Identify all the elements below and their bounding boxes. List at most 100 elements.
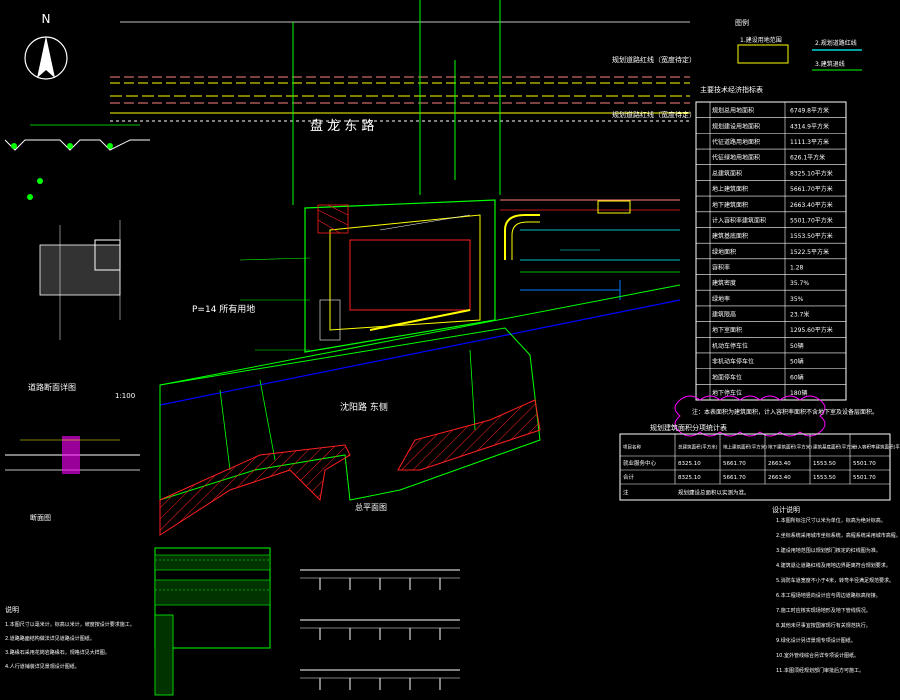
table-cell: 计入容积率建筑面积(平方米) xyxy=(853,443,900,450)
table-cell-value: 4314.9平方米 xyxy=(790,122,829,130)
note-line: 2.坐标系统采用城市坐标系统，高程系统采用城市高程。 xyxy=(776,532,900,539)
road-lines xyxy=(110,0,690,205)
table-cell: 就业服务中心 xyxy=(623,459,657,467)
note-line: 11.本图须经规划部门审批后方可施工。 xyxy=(776,667,864,674)
table-cell-value: 6749.8平方米 xyxy=(790,107,829,115)
section-title-2: 断面图 xyxy=(30,513,51,522)
table-cell-value: 2663.40平方米 xyxy=(790,201,833,209)
table-cell-label: 绿地面积 xyxy=(712,248,736,256)
table-cell-value: 50辆 xyxy=(790,358,804,366)
table-cell: 8325.10 xyxy=(678,475,701,481)
table-cell-label: 地面停车位 xyxy=(712,373,742,381)
table-cell-label: 规划建设用地面积 xyxy=(712,122,760,130)
table-cell: 2663.40 xyxy=(768,475,791,481)
hatched-area-right xyxy=(397,399,541,471)
econ-table-title: 主要技术经济指标表 xyxy=(700,85,763,94)
legend-item-3: 3.建筑退线 xyxy=(815,60,845,68)
revision-cloud xyxy=(674,395,826,437)
table-cell-label: 地下室面积 xyxy=(712,326,742,334)
table-cell-label: 绿地率 xyxy=(712,295,730,303)
table-cell: 2663.40 xyxy=(768,461,791,467)
table-cell: 规划建设总面积以实测为准。 xyxy=(678,488,750,496)
note-line: 4.建筑退让道路红线及用地边界距离符合规划要求。 xyxy=(776,562,891,569)
note-text: 注：本表面积为建筑面积，计入容积率面积不含地下室及设备层面积。 xyxy=(692,408,878,416)
table-cell-label: 计入容积率建筑面积 xyxy=(712,216,766,224)
north-arrow-icon xyxy=(24,36,68,80)
north-label: N xyxy=(42,12,51,26)
table-cell-value: 8325.10平方米 xyxy=(790,169,833,177)
table-cell-value: 5661.70平方米 xyxy=(790,185,833,193)
top-label-2: 规划道路红线（宽度待定） xyxy=(612,110,696,119)
table-cell-value: 626.1平方米 xyxy=(790,154,825,162)
table-cell-label: 地上建筑面积 xyxy=(712,185,748,193)
table-cell-label: 代征绿地用地面积 xyxy=(712,154,760,162)
left-notes-list: 1.本图尺寸以毫米计，标高以米计，坡度按设计要求施工。 2.道路路面结构做法详见道… xyxy=(5,621,135,670)
table-cell: 建筑基底面积(平方米) xyxy=(813,443,857,450)
note-line: 3.建设用地范围以规划部门核定的红线图为准。 xyxy=(776,547,881,554)
table-cell: 项目名称 xyxy=(623,443,641,450)
site-label: P=14 所有用地 xyxy=(192,303,255,315)
site-plan xyxy=(159,199,681,501)
table-cell-label: 地下建筑面积 xyxy=(712,201,748,209)
table-cell-value: 1522.5平方米 xyxy=(790,248,829,256)
legend-item-1: 1.建设用地范围 xyxy=(740,36,782,44)
table-cell: 5661.70 xyxy=(723,475,746,481)
table-cell-value: 1553.50平方米 xyxy=(790,232,833,240)
table-cell-value: 60辆 xyxy=(790,373,804,381)
table-cell: 8325.10 xyxy=(678,461,701,467)
left-note-line: 1.本图尺寸以毫米计，标高以米计，坡度按设计要求施工。 xyxy=(5,621,135,628)
left-note-line: 2.道路路面结构做法详见道路设计图纸。 xyxy=(5,635,95,642)
section-title-1: 道路断面详图 xyxy=(28,382,76,392)
note-line: 6.本工程场地竖向设计应与周边道路标高衔接。 xyxy=(776,592,881,599)
note-line: 7.施工时应核实现场地形及地下管线情况。 xyxy=(776,607,871,614)
table-cell-label: 建筑密度 xyxy=(712,279,736,287)
section-title-3: 总平面图 xyxy=(355,502,387,512)
legend-item-2: 2.规划道路红线 xyxy=(815,39,857,47)
road-section-detail xyxy=(4,124,150,340)
table-cell: 5501.70 xyxy=(853,475,876,481)
table-cell-label: 非机动车停车位 xyxy=(712,358,754,366)
scale-1: 1:100 xyxy=(115,392,135,400)
note-line: 1.本图所标注尺寸以米为单位，标高为绝对标高。 xyxy=(776,517,886,524)
table-cell-label: 规划总用地面积 xyxy=(712,107,754,115)
table-cell-value: 180辆 xyxy=(790,389,807,397)
table-cell: 地上建筑面积(平方米) xyxy=(723,443,767,450)
note-line: 5.消防车道宽度不小于4米，转弯半径满足规范要求。 xyxy=(776,577,894,584)
area-table-frame xyxy=(619,433,891,501)
legend-title: 图例 xyxy=(735,18,749,27)
table-cell-value: 1111.3平方米 xyxy=(790,138,829,146)
note-line: 8.其他未尽事宜按国家现行有关规范执行。 xyxy=(776,622,871,629)
elevation-detail xyxy=(5,436,140,474)
table-cell: 1553.50 xyxy=(813,475,836,481)
table-cell: 1553.50 xyxy=(813,461,836,467)
top-label-1: 规划道路红线（宽度待定） xyxy=(612,55,696,64)
econ-table-frame xyxy=(695,101,847,401)
table-cell-value: 1.28 xyxy=(790,265,804,272)
notes-list: 1.本图所标注尺寸以米为单位，标高为绝对标高。 2.坐标系统采用城市坐标系统，高程… xyxy=(776,517,900,674)
area-table-title: 规划建筑面积分项统计表 xyxy=(650,423,727,432)
section-elevations xyxy=(300,569,460,690)
south-area-label: 沈阳路 东侧 xyxy=(340,401,388,413)
table-cell: 总建筑面积(平方米) xyxy=(678,443,718,450)
note-line: 10.室外管线综合另详专项设计图纸。 xyxy=(776,652,859,659)
note-line: 9.绿化设计另详景观专项设计图纸。 xyxy=(776,637,856,644)
left-notes-title: 说明 xyxy=(5,605,19,614)
table-cell: 地下建筑面积(平方米) xyxy=(768,443,812,450)
table-cell-label: 机动车停车位 xyxy=(712,342,748,350)
left-note-line: 3.路缘石采用花岗岩路缘石，规格详见大样图。 xyxy=(5,649,110,656)
legend xyxy=(737,44,862,71)
table-cell-label: 建筑基底面积 xyxy=(712,232,748,240)
table-cell-label: 地下停车位 xyxy=(712,389,742,397)
grid-detail xyxy=(154,547,271,696)
table-cell: 5501.70 xyxy=(853,461,876,467)
table-cell: 5661.70 xyxy=(723,461,746,467)
table-cell-label: 建筑限高 xyxy=(712,311,736,319)
road-name: 盘 龙 东 路 xyxy=(310,118,374,134)
table-cell-label: 容积率 xyxy=(712,264,730,272)
table-cell: 注 xyxy=(623,488,629,496)
table-cell-label: 总建筑面积 xyxy=(712,169,742,177)
left-note-line: 4.人行道铺装详见景观设计图纸。 xyxy=(5,663,80,670)
area-table: 项目名称 总建筑面积(平方米) 地上建筑面积(平方米)地下建筑面积(平方米)建筑基底… xyxy=(620,434,900,496)
